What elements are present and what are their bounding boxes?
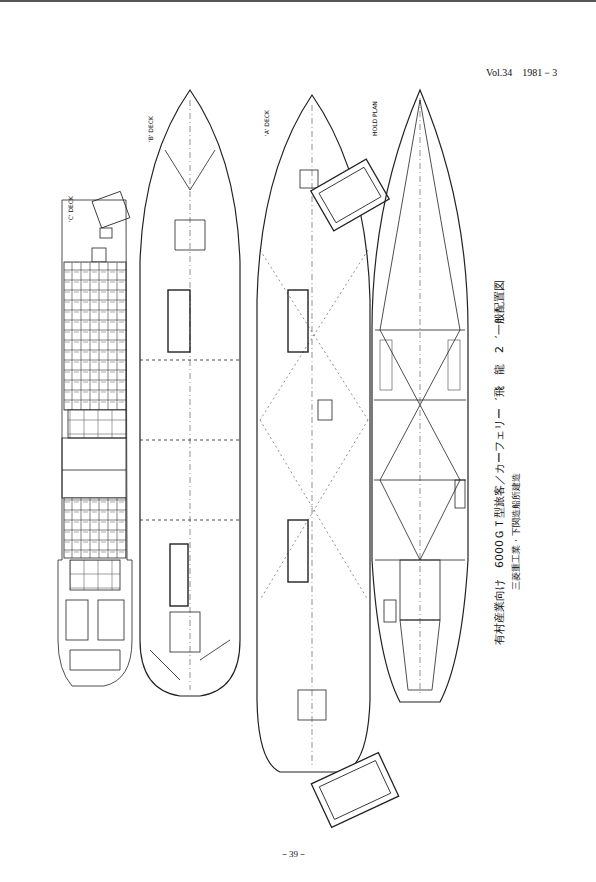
c-deck-plan bbox=[58, 191, 132, 686]
deck-label: 'A' DECK bbox=[264, 110, 270, 136]
builder-label: 三菱重工業・下関造船所建造 bbox=[512, 473, 521, 590]
volume-label: Vol.34 1981－3 bbox=[486, 68, 557, 78]
a-deck-plan bbox=[257, 95, 399, 827]
figure-caption: 有村産業向け 6000ＧＴ型旅客／カーフェリー゛飛 龍 2゛一般配置図 bbox=[494, 280, 505, 645]
hold-plan bbox=[372, 90, 468, 702]
deck-label: 'C' DECK bbox=[68, 196, 74, 222]
deck-label: 'B' DECK bbox=[148, 116, 154, 142]
page-number: －39－ bbox=[280, 850, 307, 859]
deck-label: HOLD PLAN bbox=[372, 101, 378, 136]
b-deck-plan bbox=[140, 90, 240, 696]
